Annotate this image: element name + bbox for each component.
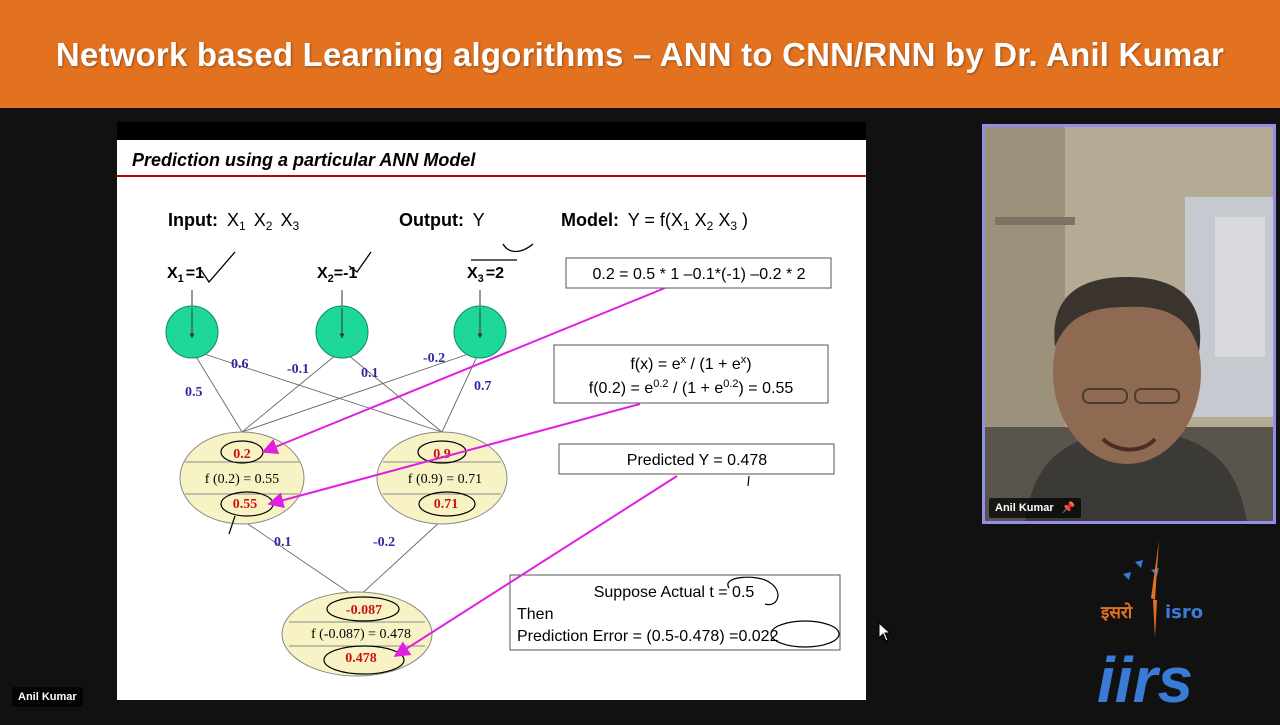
hidden1-net: 0.2 (233, 447, 251, 462)
hidden-node-2: 0.9 f (0.9) = 0.71 0.71 (376, 431, 508, 525)
isro-text: isro (1165, 602, 1203, 623)
weight-out-2: -0.2 (373, 535, 395, 550)
input-label-x3: X3=2 (467, 265, 504, 285)
speaker-video (985, 127, 1273, 521)
output-out: 0.478 (345, 651, 377, 666)
hidden1-out: 0.55 (233, 497, 258, 512)
input-label-x1: X1=1 (167, 265, 204, 285)
self-view-name: Anil Kumar (12, 687, 83, 707)
error-line-2: Then (517, 606, 553, 623)
input-label-x2: X2=-1 (317, 265, 357, 285)
slide-title: Prediction using a particular ANN Model (132, 150, 476, 170)
ink-tick-2 (348, 251, 372, 273)
hidden2-out: 0.71 (434, 497, 459, 512)
speaker-name-label: Anil Kumar 📌 (989, 498, 1082, 518)
input-hidden-connections (191, 349, 481, 433)
error-box (509, 574, 841, 651)
weights: 0.5 0.6 -0.1 0.1 -0.2 0.7 0.1 -0.2 (185, 351, 492, 550)
output-func: f (-0.087) = 0.478 (311, 627, 411, 642)
error-line-3: Prediction Error = (0.5-0.478) =0.022 (517, 628, 779, 645)
weight-w22: 0.1 (361, 366, 379, 381)
isro-logo-arrows (1123, 560, 1159, 580)
hidden-output-connections (241, 519, 443, 599)
ann-diagram: Prediction using a particular ANN Model … (117, 150, 866, 677)
weight-w31: -0.2 (423, 351, 445, 366)
input-nodes (165, 305, 507, 359)
speaker-video-tile[interactable] (982, 124, 1276, 524)
equation-box (565, 257, 832, 289)
speaker-name: Anil Kumar (995, 502, 1054, 514)
weight-w21: -0.1 (287, 362, 309, 377)
iirs-text: iirs (1097, 644, 1193, 716)
title-banner: Network based Learning algorithms – ANN … (0, 0, 1280, 108)
isro-rocket (1151, 540, 1159, 600)
model-header: Model: Y = f(X1 X2 X3 ) (561, 210, 748, 234)
output-node: -0.087 f (-0.087) = 0.478 0.478 (281, 591, 433, 677)
output-header: Output: Y (399, 210, 485, 230)
banner-title: Network based Learning algorithms – ANN … (55, 36, 1225, 73)
sigmoid-box (553, 344, 829, 404)
hidden1-func: f (0.2) = 0.55 (205, 472, 279, 487)
sigmoid-line-1: f(x) = ex / (1 + ex) (630, 354, 751, 373)
predicted-box (558, 443, 835, 475)
equation-text: 0.2 = 0.5 * 1 –0.1*(-1) –0.2 * 2 (592, 266, 805, 283)
mouse-cursor-icon (878, 622, 892, 642)
weight-out-1: 0.1 (274, 535, 292, 550)
weight-w32: 0.7 (474, 379, 492, 394)
institution-logos: इसरो isro iirs (1085, 540, 1265, 720)
hidden2-func: f (0.9) = 0.71 (408, 472, 482, 487)
slide-content: Prediction using a particular ANN Model … (117, 140, 866, 700)
input-header: Input: X1 X2 X3 (168, 210, 299, 234)
predicted-text: Predicted Y = 0.478 (627, 452, 768, 469)
shared-slide: Prediction using a particular ANN Model … (117, 122, 866, 700)
sigmoid-line-2: f(0.2) = e0.2 / (1 + e0.2) = 0.55 (589, 378, 794, 397)
hidden-node-1: 0.2 f (0.2) = 0.55 0.55 (179, 431, 305, 535)
ink-mark-3 (471, 243, 534, 261)
isro-hindi-text: इसरो (1100, 602, 1133, 623)
weight-w11: 0.5 (185, 385, 203, 400)
error-line-1: Suppose Actual t = 0.5 (594, 584, 755, 601)
weight-w12: 0.6 (231, 357, 249, 372)
ink-tick-1 (200, 251, 236, 284)
isro-iirs-logo: इसरो isro iirs (1097, 540, 1203, 716)
output-net: -0.087 (346, 603, 382, 618)
pin-icon[interactable]: 📌 (1061, 502, 1076, 514)
annotation-arrows (261, 287, 678, 657)
